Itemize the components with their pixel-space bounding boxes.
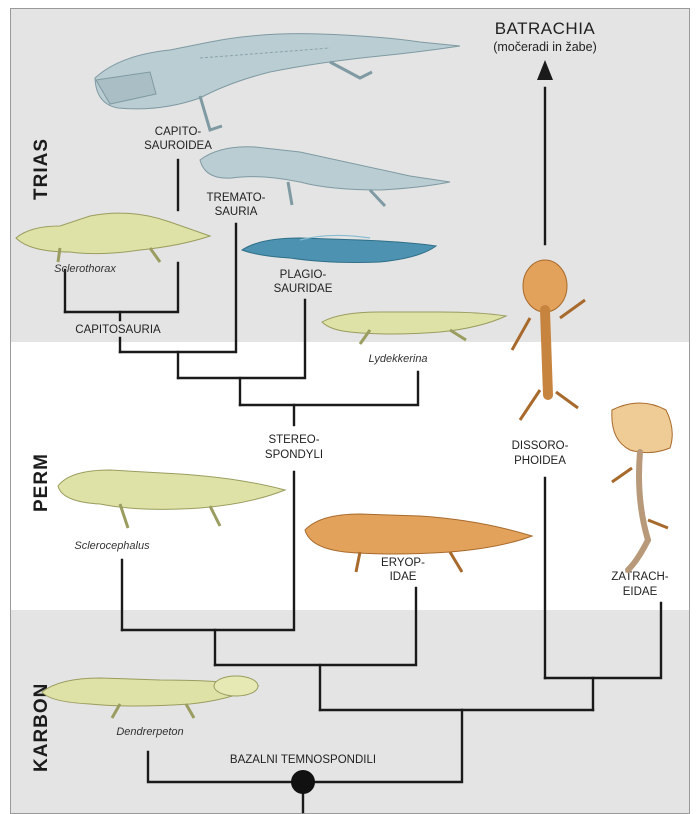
label-eryopidae-2: IDAE [390,571,417,583]
batrachia-subtitle: (močeradi in žabe) [493,40,597,54]
label-dendrerpeton: Dendrerpeton [116,726,183,738]
batrachia-title: BATRACHIA [495,19,596,38]
label-dissorophoidea-2: PHOIDEA [514,455,566,467]
label-sclerothorax: Sclerothorax [54,263,116,275]
label-trematosauria-1: TREMATO- [207,192,266,204]
period-label-perm: PERM [31,453,52,512]
label-sclerocephalus: Sclerocephalus [74,540,150,552]
period-label-trias: TRIAS [31,138,52,200]
label-dissorophoidea-1: DISSORO- [512,440,569,452]
label-zatracheidae-2: EIDAE [623,586,658,598]
label-stereospondyli-2: SPONDYLI [265,449,323,461]
label-plagiosauridae-2: SAURIDAE [274,283,333,295]
label-capitosauroidea-1: CAPITO- [155,126,202,138]
label-zatracheidae-1: ZATRACH- [611,571,668,583]
label-trematosauria-2: SAURIA [215,206,258,218]
karbon-band [10,610,690,814]
label-stereospondyli-1: STEREO- [268,434,319,446]
label-lydekkerina: Lydekkerina [368,353,427,365]
label-capitosauria: CAPITOSAURIA [75,324,161,336]
label-bazalni-temnospondili: BAZALNI TEMNOSPONDILI [230,754,376,766]
label-plagiosauridae-1: PLAGIO- [280,269,327,281]
label-capitosauroidea-2: SAUROIDEA [144,140,212,152]
label-eryopidae-1: ERYOP- [381,557,425,569]
root-node [291,770,315,794]
